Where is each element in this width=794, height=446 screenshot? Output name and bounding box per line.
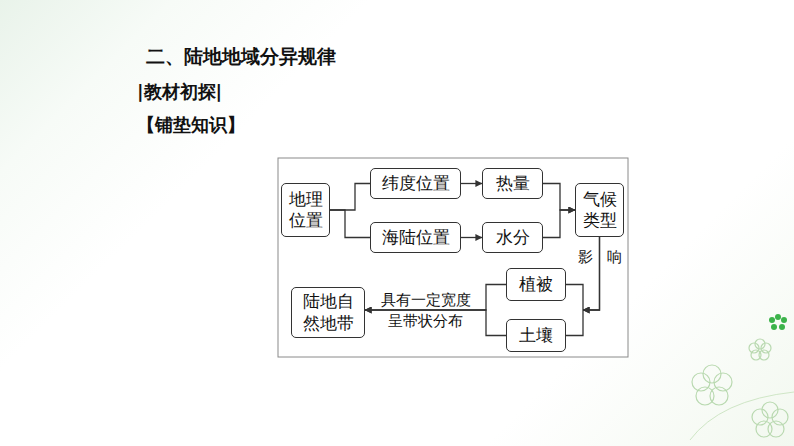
edge-label: 具有一定宽度 <box>381 291 471 309</box>
process-box: 海陆位置 <box>370 222 461 253</box>
edge-label: 呈带状分布 <box>388 312 463 330</box>
process-box: 热量 <box>482 168 543 199</box>
connector <box>330 210 370 238</box>
decor-stem <box>690 392 794 440</box>
box-text: 热量 <box>496 173 530 194</box>
process-box: 植被 <box>506 268 566 301</box>
box-text: 气候类型 <box>583 189 617 232</box>
process-box: 气候类型 <box>575 183 624 237</box>
connector <box>566 237 600 310</box>
connector-line <box>330 210 370 238</box>
connector <box>330 184 370 211</box>
connector <box>543 210 575 238</box>
section-label: |教材初探| <box>137 80 222 104</box>
connector-line <box>543 184 575 211</box>
process-box: 地理位置 <box>281 183 330 237</box>
box-text: 海陆位置 <box>382 227 450 248</box>
process-box: 土壤 <box>506 319 566 352</box>
flower-icon <box>769 314 787 330</box>
box-text: 纬度位置 <box>382 173 450 194</box>
flower-decoration <box>692 339 788 437</box>
connector-line <box>330 184 370 211</box>
connector <box>365 310 506 336</box>
connector-line <box>365 285 506 311</box>
connector <box>543 184 575 211</box>
connector <box>461 237 482 238</box>
box-text: 地理位置 <box>289 189 323 232</box>
connector-line <box>543 210 575 238</box>
box-text: 土壤 <box>519 325 553 346</box>
slide-heading: 二、陆地地域分异规律 <box>146 44 336 70</box>
box-text: 植被 <box>519 274 553 295</box>
process-box: 水分 <box>482 222 543 253</box>
edge-label: 影响 <box>578 248 636 266</box>
connector-line <box>566 285 583 311</box>
connector-line <box>461 183 482 184</box>
box-text: 水分 <box>496 227 530 248</box>
process-box: 陆地自然地带 <box>291 287 365 338</box>
diagram-panel <box>278 158 628 357</box>
connector-line <box>365 310 506 336</box>
process-box: 纬度位置 <box>370 168 461 199</box>
connector-line <box>583 237 600 310</box>
connector-line <box>566 310 583 336</box>
section-label: 【铺垫知识】 <box>137 113 245 137</box>
connector-line <box>583 237 600 310</box>
connector-line <box>461 237 482 238</box>
connector <box>461 183 482 184</box>
connector <box>365 285 506 311</box>
box-text: 陆地自然地带 <box>303 291 354 334</box>
